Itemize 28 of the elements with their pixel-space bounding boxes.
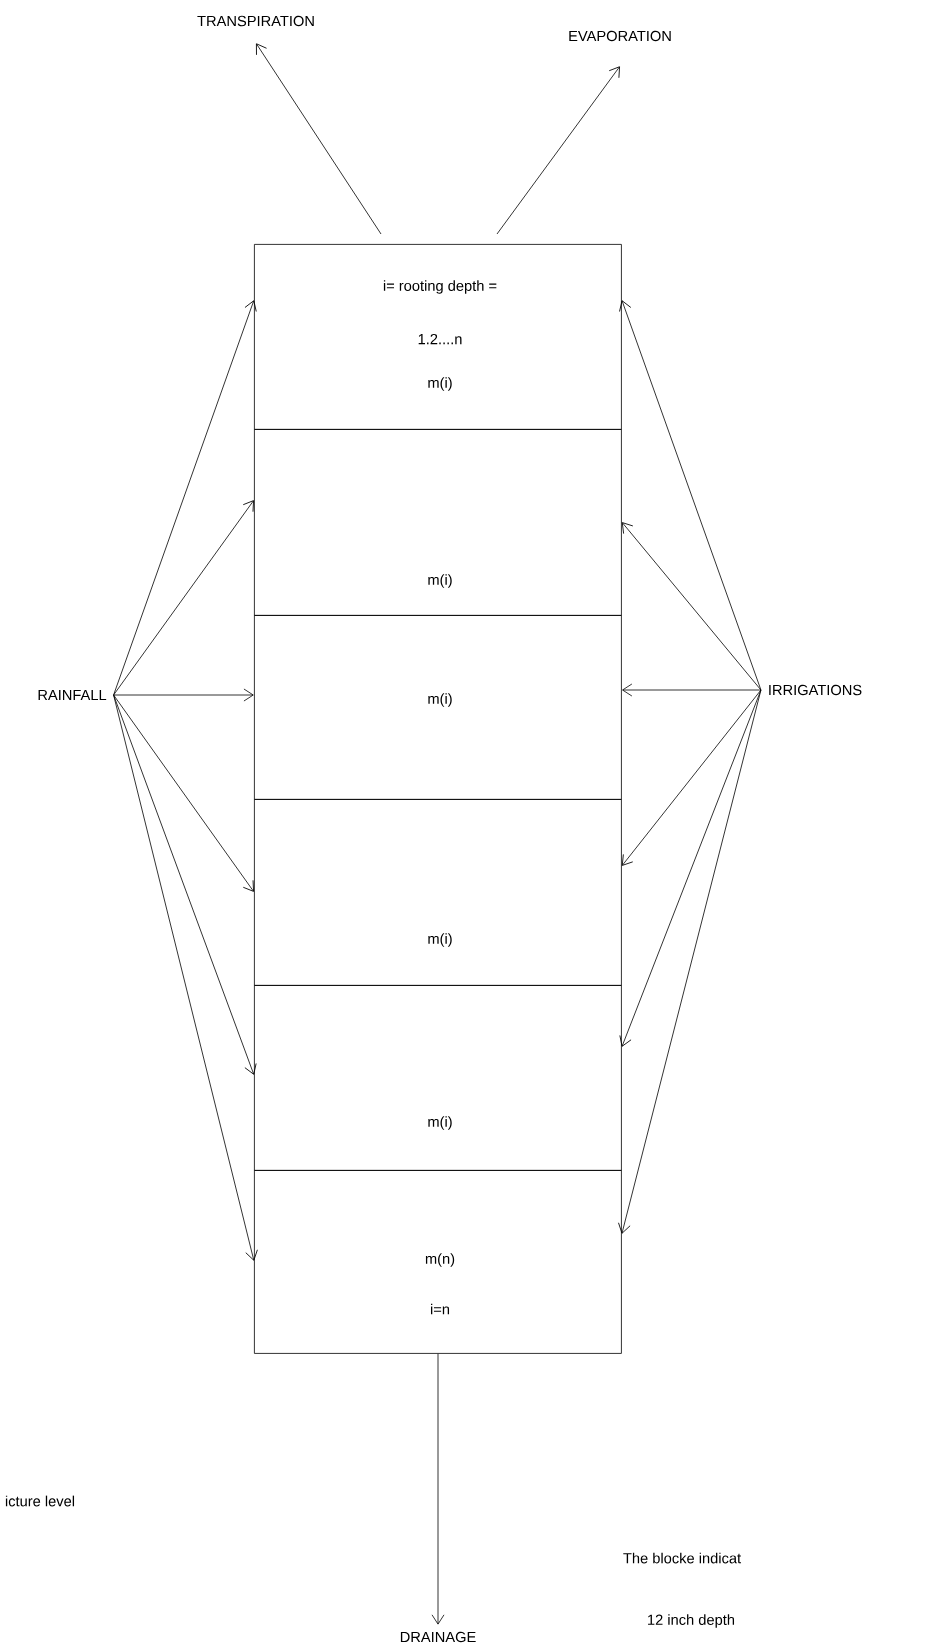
arrow [619, 300, 762, 691]
arrow [622, 683, 762, 697]
soil-layer-box: m(i) [254, 615, 622, 800]
note-text: icture level [5, 1495, 75, 1507]
soil-layer-box: m(i) [254, 985, 622, 1171]
note-text: 12 inch depth [648, 1614, 734, 1628]
arrow [113, 500, 254, 696]
flow-label: DRAINAGE [400, 1631, 476, 1643]
flow-label: IRRIGATIONS [769, 684, 862, 696]
arrow [431, 1353, 445, 1625]
arrow [113, 300, 257, 696]
arrow [113, 694, 258, 1261]
soil-layer-box: i= rooting depth = 1.2....n m(i) [254, 244, 622, 430]
soil-layer-box: m(i) [254, 429, 622, 616]
arrow [113, 694, 254, 892]
arrow [256, 43, 382, 235]
flow-label: TRANSPIRATION [197, 15, 314, 27]
flow-label: RAINFALL [38, 690, 107, 701]
arrow [496, 66, 620, 235]
arrow [621, 522, 762, 691]
soil-layer-box: m(n) i=n [254, 1170, 622, 1354]
arrow [618, 689, 762, 1234]
flow-label: EVAPORATION [569, 30, 671, 42]
arrow [619, 689, 762, 1047]
soil-layer-box: m(i) [254, 799, 622, 986]
arrow [113, 688, 254, 702]
arrow [621, 689, 762, 866]
note-text: The blocke indicat [623, 1552, 741, 1564]
